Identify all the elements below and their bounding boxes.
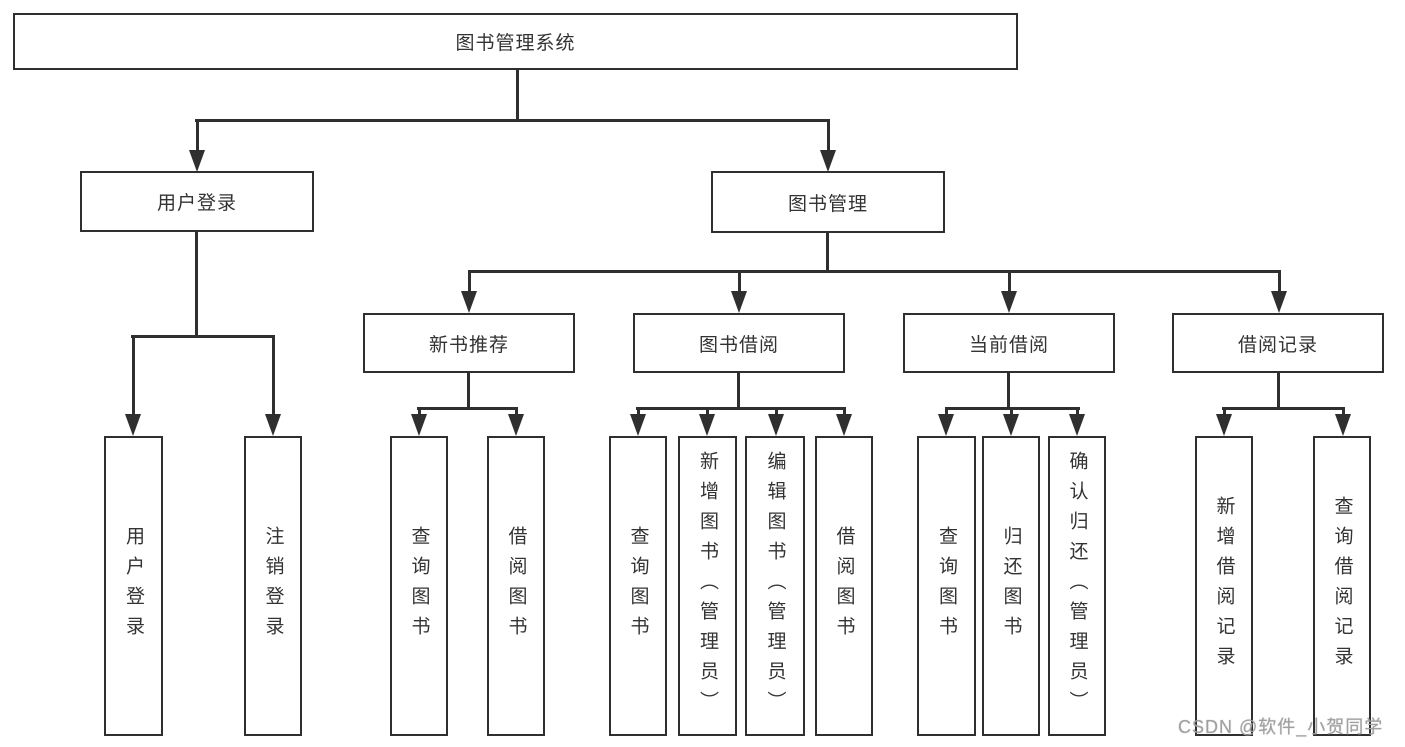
connector-new-book-rail bbox=[417, 407, 518, 410]
leaf-borrow-books: 借阅图书 bbox=[815, 436, 873, 736]
arrowhead bbox=[1335, 407, 1351, 436]
arrowhead bbox=[630, 407, 646, 436]
arrowhead bbox=[461, 270, 477, 313]
connector-borrowing-records-stem bbox=[1277, 373, 1280, 410]
connector-new-book-stem bbox=[467, 373, 470, 410]
arrowhead bbox=[938, 407, 954, 436]
connector-borrowing-records-rail bbox=[1222, 407, 1345, 410]
node-user-login: 用户登录 bbox=[80, 171, 314, 232]
node-book-borrowing: 图书借阅 bbox=[633, 313, 845, 373]
node-library-management-system: 图书管理系统 bbox=[13, 13, 1018, 70]
leaf-logout: 注销登录 bbox=[244, 436, 302, 736]
leaf-query-books-current: 查询图书 bbox=[917, 436, 976, 736]
leaf-borrow-books-recommend: 借阅图书 bbox=[487, 436, 545, 736]
csdn-watermark: CSDN @软件_小贺同学 bbox=[1178, 717, 1384, 737]
leaf-query-borrow-record: 查询借阅记录 bbox=[1313, 436, 1371, 736]
leaf-user-login: 用户登录 bbox=[104, 436, 163, 736]
leaf-add-borrow-record: 新增借阅记录 bbox=[1195, 436, 1253, 736]
leaf-query-books-recommend: 查询图书 bbox=[390, 436, 448, 736]
connector-user-login-rail bbox=[131, 335, 275, 338]
connector-current-borrowing-stem bbox=[1007, 373, 1010, 410]
node-new-book-recommend: 新书推荐 bbox=[363, 313, 575, 373]
arrowhead bbox=[1271, 270, 1287, 313]
connector-root-rail bbox=[195, 119, 830, 122]
connector-book-management-stem bbox=[826, 233, 829, 273]
arrowhead bbox=[265, 335, 281, 436]
arrowhead bbox=[768, 407, 784, 436]
arrowhead bbox=[411, 407, 427, 436]
connector-book-management-rail bbox=[468, 270, 1280, 273]
node-current-borrowing: 当前借阅 bbox=[903, 313, 1115, 373]
leaf-edit-books-admin: 编辑图书（管理员） bbox=[745, 436, 805, 736]
arrowhead bbox=[820, 119, 836, 172]
connector-root-stem bbox=[516, 70, 519, 122]
arrowhead bbox=[189, 119, 205, 172]
leaf-query-books-borrowing: 查询图书 bbox=[609, 436, 667, 736]
arrowhead bbox=[731, 270, 747, 313]
connector-book-borrowing-rail bbox=[636, 407, 845, 410]
connector-user-login-stem bbox=[195, 232, 198, 338]
arrowhead bbox=[699, 407, 715, 436]
arrowhead bbox=[1001, 270, 1017, 313]
arrowhead bbox=[1216, 407, 1232, 436]
arrowhead bbox=[1069, 407, 1085, 436]
node-book-management: 图书管理 bbox=[711, 171, 945, 233]
connector-book-borrowing-stem bbox=[737, 373, 740, 410]
arrowhead bbox=[125, 335, 141, 436]
node-borrowing-records: 借阅记录 bbox=[1172, 313, 1384, 373]
arrowhead bbox=[836, 407, 852, 436]
leaf-return-books: 归还图书 bbox=[982, 436, 1040, 736]
connector-current-borrowing-rail bbox=[945, 407, 1080, 410]
leaf-confirm-return-admin: 确认归还（管理员） bbox=[1048, 436, 1106, 736]
leaf-add-books-admin: 新增图书（管理员） bbox=[678, 436, 737, 736]
arrowhead bbox=[508, 407, 524, 436]
arrowhead bbox=[1003, 407, 1019, 436]
